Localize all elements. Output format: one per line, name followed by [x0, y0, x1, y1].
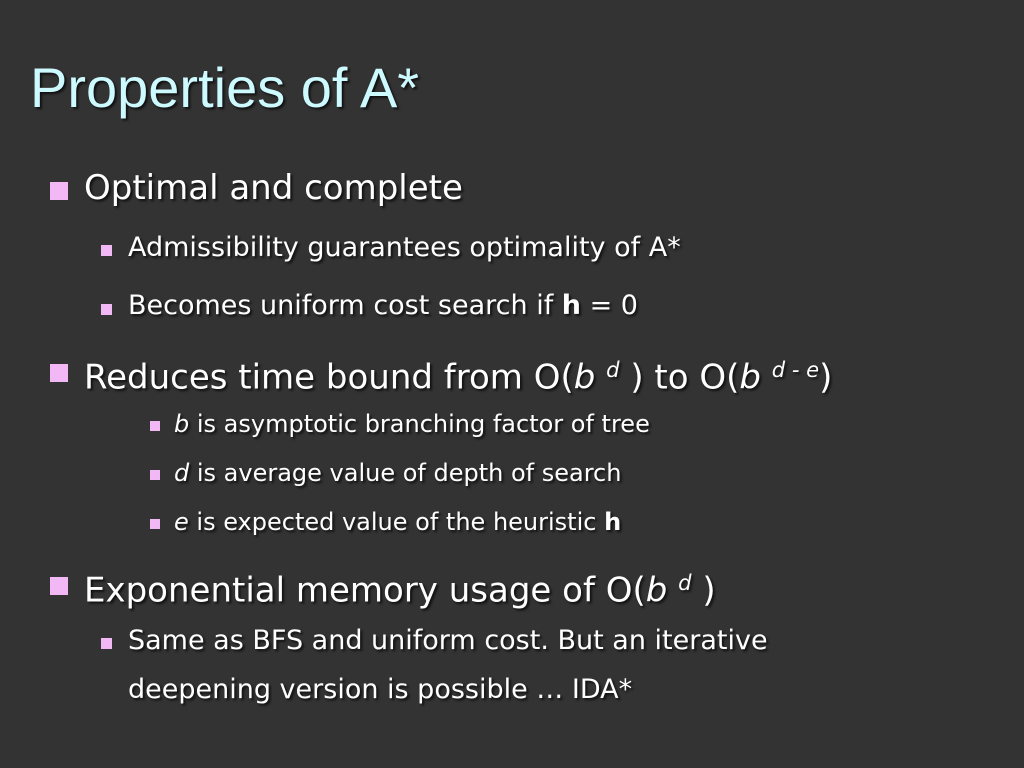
bullet-time-bound: Reduces time bound from O(b d ) to O(b d…	[84, 357, 833, 398]
bullet-square-icon	[150, 519, 160, 529]
bullet-square-icon	[101, 304, 112, 315]
bullet-square-icon	[50, 182, 68, 200]
bullet-memory-usage: Exponential memory usage of O(b d )	[84, 570, 716, 611]
bullet-square-icon	[150, 421, 160, 431]
bullet-same-as-bfs-continuation: deepening version is possible … IDA*	[128, 674, 633, 705]
bullet-square-icon	[101, 245, 112, 256]
slide-title: Properties of A*	[30, 56, 420, 119]
bullet-square-icon	[50, 577, 68, 595]
bullet-optimal-complete: Optimal and complete	[84, 168, 463, 208]
bullet-uniform-cost: Becomes uniform cost search if h = 0	[128, 290, 638, 321]
bullet-e-definition: e is expected value of the heuristic h	[174, 508, 622, 536]
bullet-square-icon	[101, 638, 112, 649]
bullet-square-icon	[150, 470, 160, 480]
bullet-square-icon	[50, 364, 68, 382]
bullet-d-definition: d is average value of depth of search	[174, 459, 622, 487]
bullet-admissibility: Admissibility guarantees optimality of A…	[128, 232, 681, 263]
bullet-same-as-bfs: Same as BFS and uniform cost. But an ite…	[128, 625, 768, 656]
bullet-b-definition: b is asymptotic branching factor of tree	[174, 410, 650, 438]
